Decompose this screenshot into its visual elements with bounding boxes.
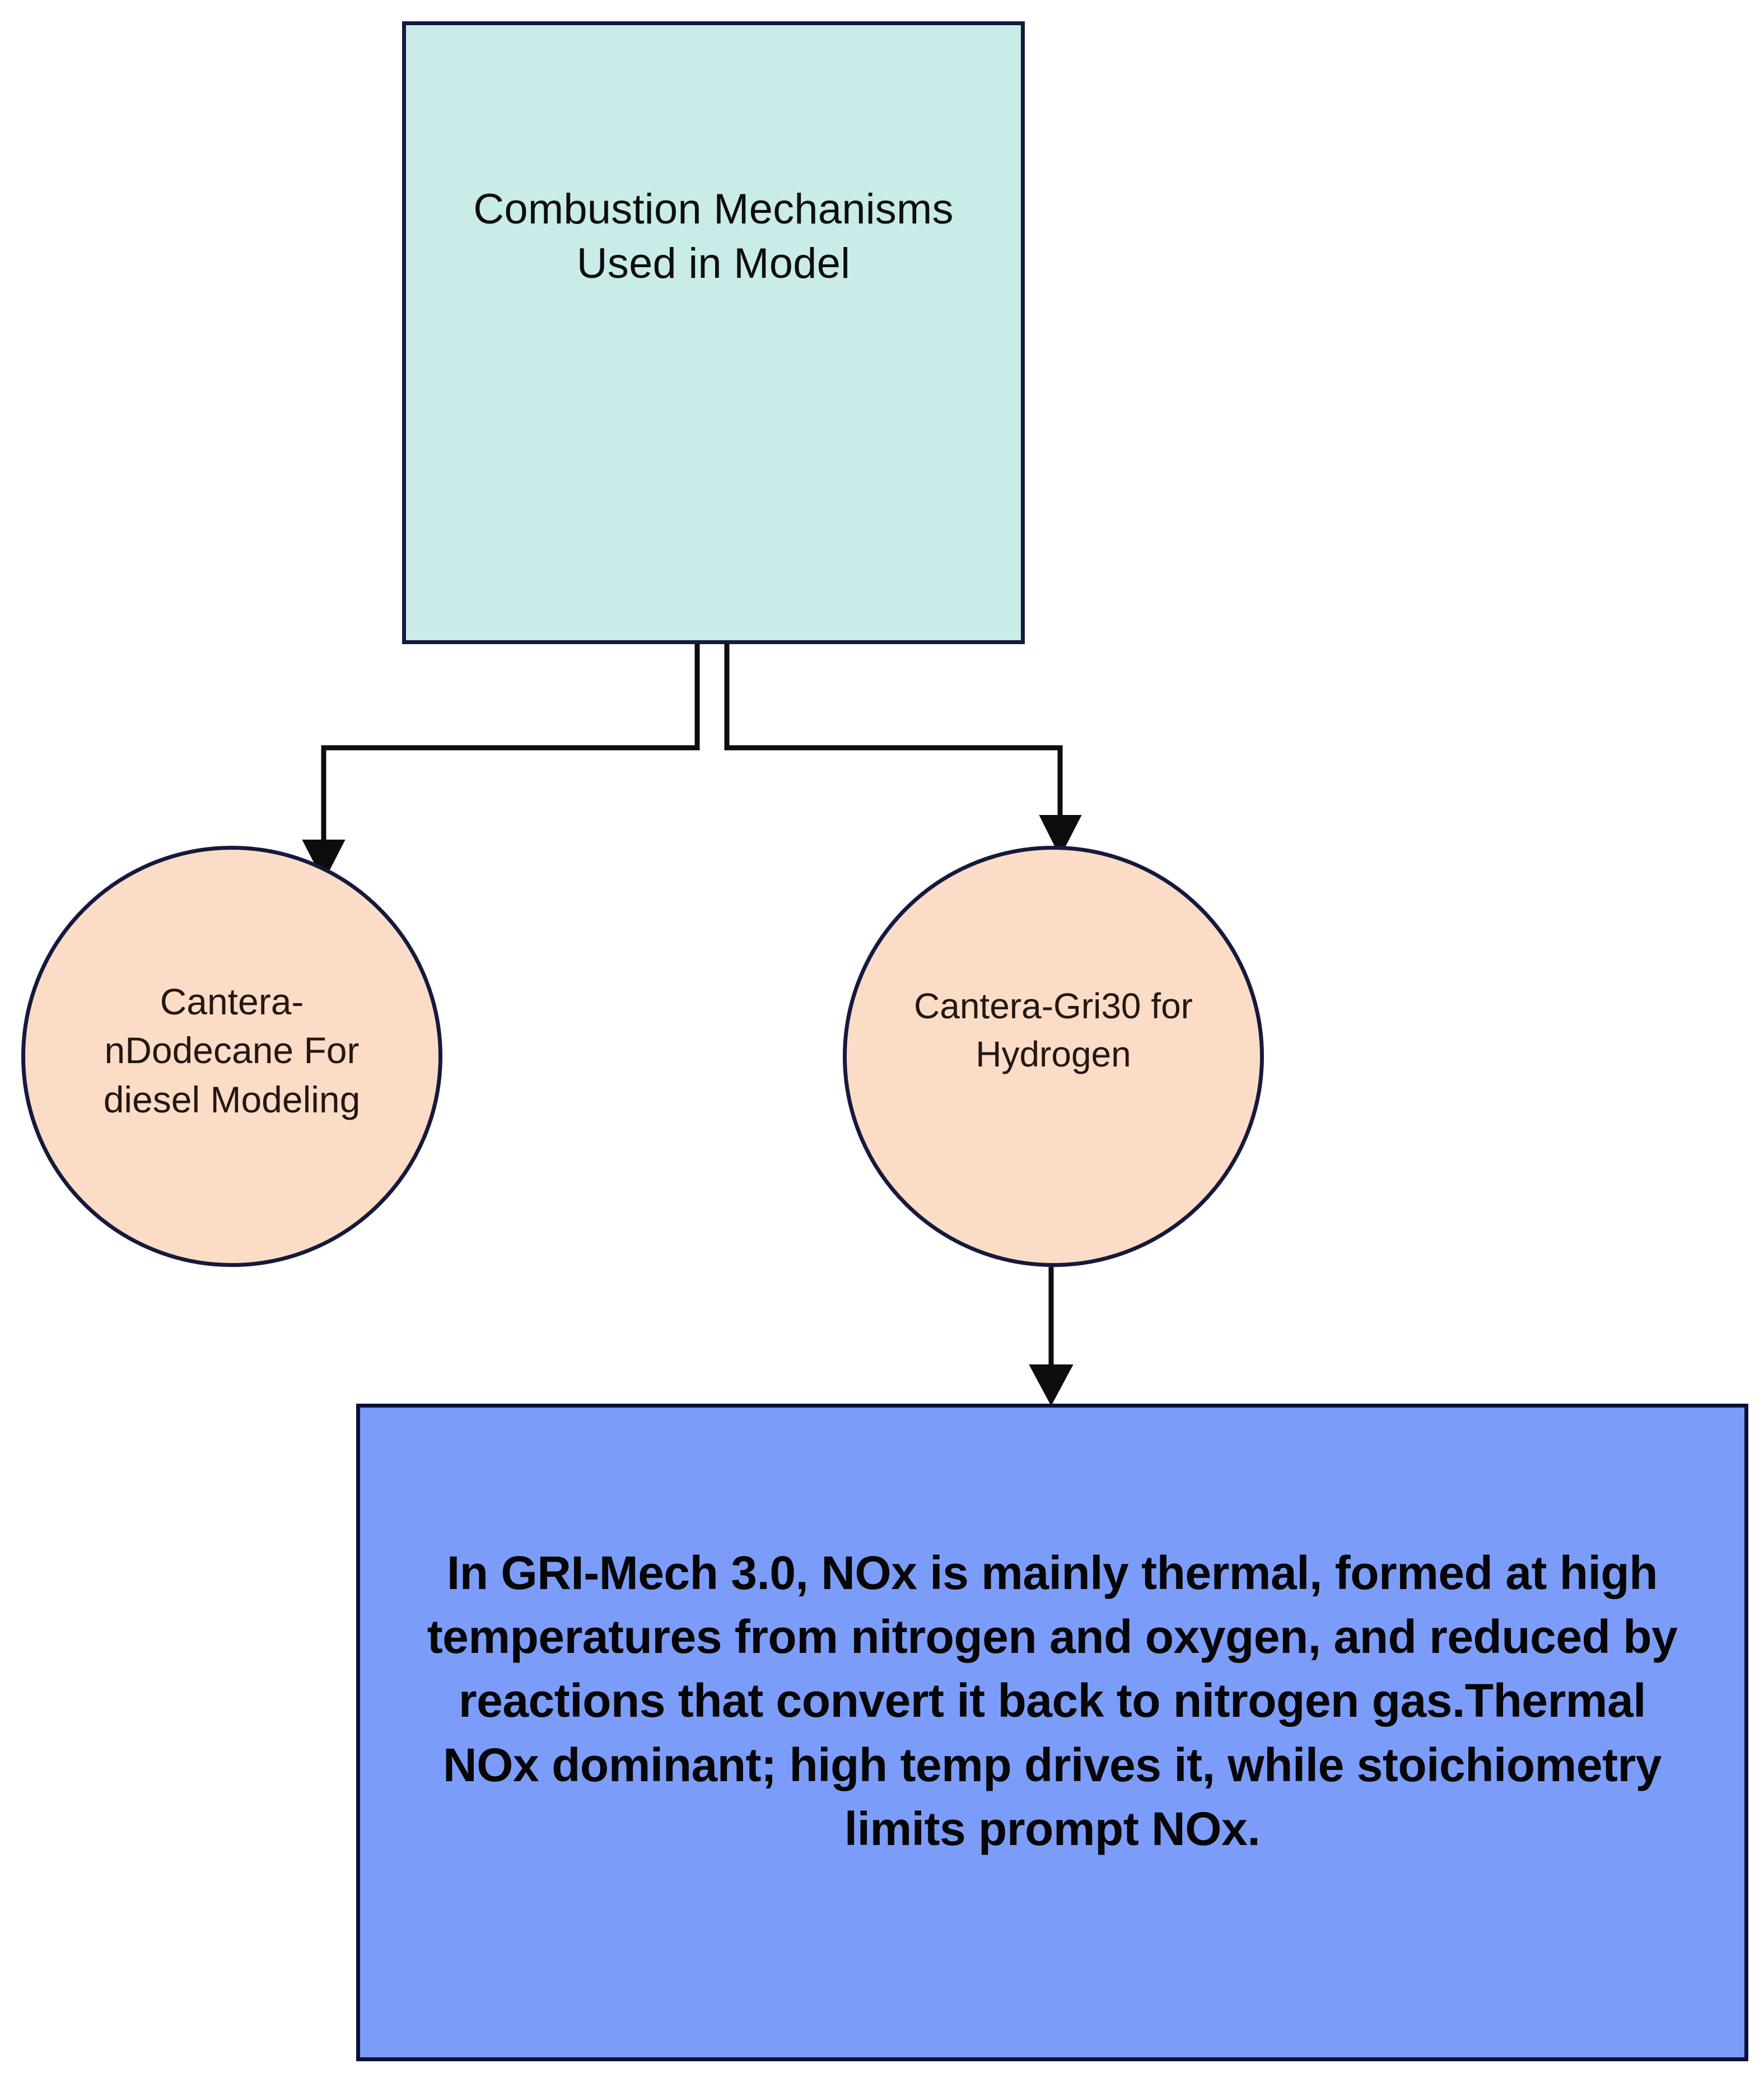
node-label-nox-description: In GRI-Mech 3.0, NOx is mainly thermal, … (427, 1546, 1678, 1855)
edge-root-to-ndodecane (302, 643, 700, 882)
node-cantera-gri30[interactable]: Cantera-Gri30 for Hydrogen (843, 846, 1264, 1267)
node-combustion-mechanisms[interactable]: Combustion Mechanisms Used in Model (402, 21, 1025, 644)
node-label-combustion-mechanisms: Combustion Mechanisms Used in Model (473, 185, 954, 287)
node-nox-description[interactable]: In GRI-Mech 3.0, NOx is mainly thermal, … (356, 1404, 1748, 2061)
node-label-cantera-ndodecane: Cantera-nDodecane For diesel Modeling (103, 981, 361, 1120)
node-cantera-ndodecane[interactable]: Cantera-nDodecane For diesel Modeling (21, 846, 442, 1267)
edge-root-to-gri30 (724, 643, 1082, 858)
edge-gri30-to-note (1029, 1267, 1074, 1406)
arrowhead-icon (1029, 1364, 1074, 1406)
node-label-cantera-gri30: Cantera-Gri30 for Hydrogen (914, 986, 1193, 1074)
